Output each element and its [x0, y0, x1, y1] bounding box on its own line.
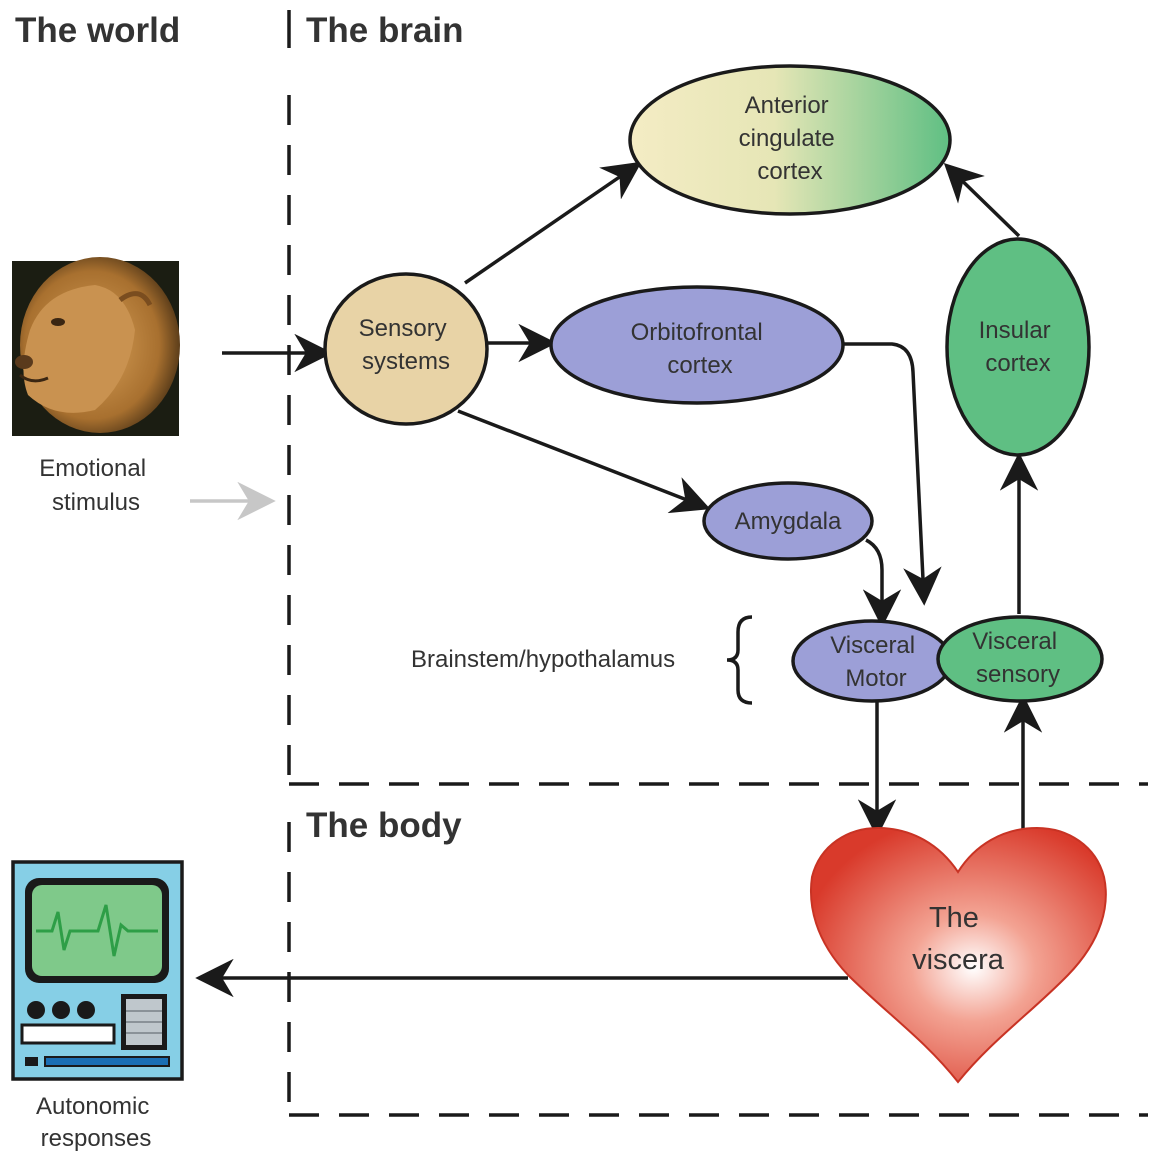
arrow-sensory-to-amygdala — [457, 409, 711, 514]
stimulus-label-line-1: Emotional — [39, 455, 146, 482]
node-viscera-heart: The viscera — [809, 826, 1107, 1084]
arrow-orbitofrontal-to-visceral-motor — [843, 342, 942, 606]
svg-text:Visceral Motor: Visceral Motor — [830, 632, 922, 692]
arrow-amygdala-to-visceral-motor — [862, 538, 902, 628]
stimulus-label-line-2: stimulus — [52, 489, 140, 516]
node-visceral-sensory: Visceral sensory — [936, 615, 1104, 703]
node-visceral-motor: Visceral Motor — [791, 619, 953, 703]
sensory-systems-line-2: systems — [362, 348, 450, 375]
visceral-sensory-line-2: sensory — [976, 661, 1060, 688]
svg-text:Sensory systems: Sensory systems — [359, 315, 454, 375]
anterior-cingulate-line-1: Anterior — [745, 92, 829, 119]
svg-text:Visceral sensory: Visceral sensory — [972, 628, 1064, 688]
insular-line-1: Insular — [979, 317, 1051, 344]
svg-text:The viscera: The viscera — [912, 902, 1005, 976]
viscera-line-2: viscera — [912, 944, 1005, 976]
region-title-body: The body — [306, 806, 462, 845]
node-insular-cortex: Insular cortex — [945, 237, 1091, 457]
brainstem-brace — [726, 615, 753, 705]
insular-line-2: cortex — [985, 350, 1050, 377]
svg-text:Insular cortex: Insular cortex — [979, 317, 1058, 377]
autonomic-line-1: Autonomic — [36, 1093, 149, 1120]
lion-photo-icon — [12, 257, 180, 436]
svg-text:Amygdala: Amygdala — [735, 508, 842, 535]
heartbeat-trace — [36, 904, 158, 957]
anterior-cingulate-line-3: cortex — [757, 158, 822, 185]
orbitofrontal-line-1: Orbitofrontal — [631, 319, 763, 346]
node-amygdala: Amygdala — [702, 481, 874, 561]
svg-text:Anterior cingulate: Anterior cingulate cortex — [739, 92, 842, 185]
visceral-motor-line-1: Visceral — [830, 632, 915, 659]
viscera-line-1: The — [929, 902, 979, 934]
autonomic-line-2: responses — [41, 1125, 152, 1152]
visceral-sensory-line-1: Visceral — [972, 628, 1057, 655]
region-title-brain: The brain — [306, 11, 464, 50]
brainstem-hypothalamus-label: Brainstem/hypothalamus — [411, 646, 675, 673]
anterior-cingulate-line-2: cingulate — [739, 125, 835, 152]
arrow-insular-to-anterior-cingulate — [943, 162, 1021, 238]
heart-shape-icon — [809, 826, 1107, 1084]
region-title-world: The world — [15, 11, 180, 50]
node-orbitofrontal-cortex: Orbitofrontal cortex — [549, 285, 845, 405]
orbitofrontal-line-2: cortex — [667, 352, 732, 379]
sensory-systems-line-1: Sensory — [359, 315, 447, 342]
amygdala-label: Amygdala — [735, 508, 842, 535]
node-sensory-systems: Sensory systems — [323, 272, 489, 426]
node-anterior-cingulate-cortex: Anterior cingulate cortex — [628, 64, 952, 216]
visceral-motor-line-2: Motor — [845, 665, 906, 692]
autonomic-responses-label: Autonomic responses — [36, 1093, 156, 1152]
arrow-sensory-to-anterior-cingulate — [464, 161, 642, 285]
monitor-icon — [11, 860, 184, 1081]
stimulus-label: Emotional stimulus — [39, 455, 152, 516]
svg-text:Orbitofrontal cortex: Orbitofrontal cortex — [631, 319, 770, 379]
